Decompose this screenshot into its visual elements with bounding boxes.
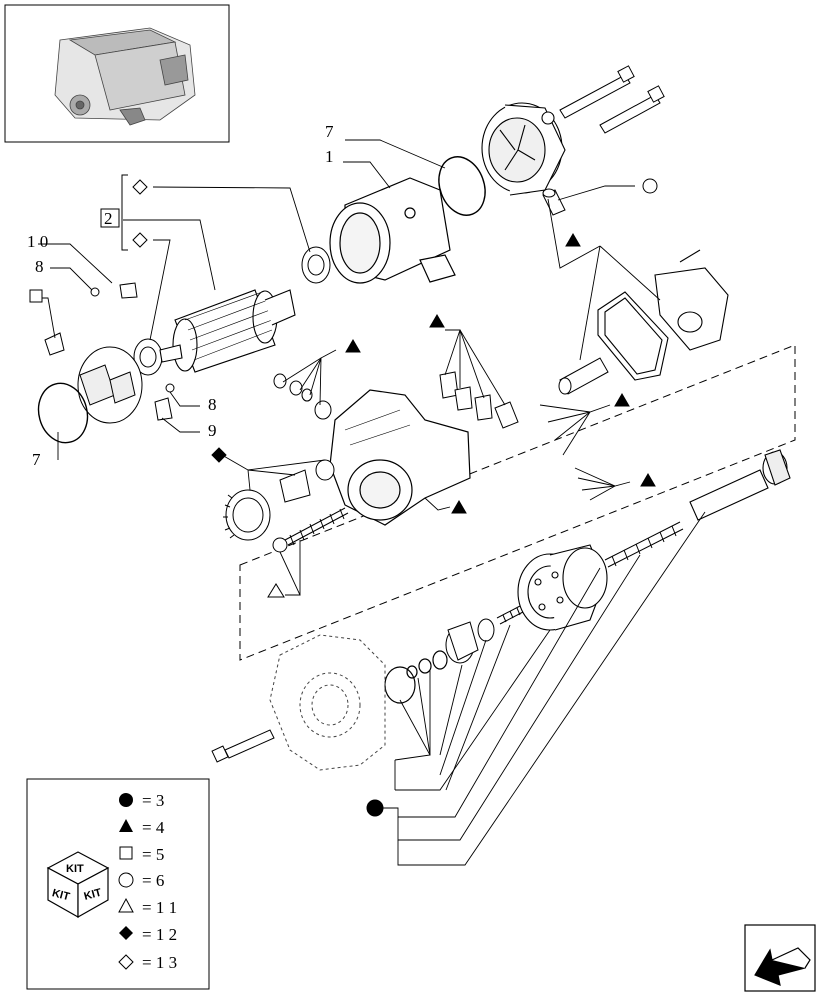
filled-triangle-marker	[640, 473, 656, 487]
callout-2-box	[100, 208, 120, 228]
legend-hollow-square-icon	[119, 846, 133, 860]
thrust-rings[interactable]	[384, 650, 448, 704]
legend-row-1: = 3	[142, 791, 164, 810]
legend-row-2: = 4	[142, 818, 165, 837]
hollow-diamond-marker	[132, 232, 148, 248]
callout-1: 1	[325, 147, 334, 166]
mounting-bolt[interactable]	[211, 729, 275, 763]
small-spring[interactable]	[496, 605, 524, 625]
kit-label-top: KIT	[66, 863, 84, 875]
pinion-gear[interactable]	[223, 489, 271, 541]
callout-9: 9	[208, 421, 217, 440]
legend-row-4: = 6	[142, 871, 164, 890]
callout-2: 2	[104, 209, 113, 228]
legend-filled-diamond-icon	[119, 926, 133, 940]
end-cover[interactable]	[481, 102, 566, 196]
filled-diamond-marker	[211, 447, 227, 463]
legend-box: KIT KIT KIT = 3 = 4 = 5 = 6 = 1 1 = 1 2 …	[26, 778, 210, 990]
dashed-assembly-frame	[239, 344, 796, 661]
callout-8-lower: 8	[208, 395, 217, 414]
intermediate-gear[interactable]	[445, 618, 495, 664]
legend-filled-triangle-icon	[119, 819, 133, 832]
screw-8-upper[interactable]	[90, 287, 100, 297]
legend-row-7: = 1 3	[142, 953, 177, 972]
spring-upper[interactable]	[284, 507, 349, 546]
stator-housing[interactable]	[329, 177, 456, 284]
ball[interactable]	[272, 537, 288, 553]
hollow-square-marker	[29, 289, 43, 303]
small-clip-square[interactable]	[44, 332, 65, 356]
callout-7-top: 7	[325, 122, 334, 141]
long-bolts[interactable]	[559, 65, 665, 134]
brush-holders[interactable]	[439, 371, 519, 429]
legend-hollow-triangle-icon	[118, 897, 134, 913]
drive-shaft[interactable]	[689, 449, 791, 521]
callout-2-bracket	[121, 174, 128, 251]
legend-row-5: = 1 1	[142, 898, 177, 917]
filled-triangle-marker	[614, 393, 630, 407]
solenoid-gasket[interactable]	[597, 291, 669, 381]
o-ring-top[interactable]	[431, 150, 493, 221]
callout-8-upper: 8	[35, 257, 44, 276]
o-ring-lower[interactable]	[32, 378, 94, 448]
kit-label-left: KIT	[51, 887, 71, 903]
bearing-upper[interactable]	[301, 246, 331, 284]
callout-7-lower: 7	[32, 450, 41, 469]
legend-filled-circle-icon	[119, 793, 133, 807]
callout-10: 1 0	[27, 232, 48, 251]
bearing-lower[interactable]	[133, 338, 163, 376]
ghost-housing	[269, 634, 386, 771]
symbol-markers	[29, 178, 658, 817]
filled-triangle-marker	[345, 339, 361, 353]
legend-row-6: = 1 2	[142, 925, 177, 944]
arrow-back-icon	[754, 947, 811, 986]
hollow-triangle-marker	[267, 583, 285, 598]
brush-plate[interactable]	[77, 346, 143, 424]
brush-9[interactable]	[154, 397, 173, 421]
plunger[interactable]	[558, 357, 609, 395]
filled-triangle-marker	[451, 500, 467, 514]
terminal-10[interactable]	[119, 282, 138, 299]
brush-cap[interactable]	[542, 188, 566, 216]
legend-hollow-diamond-icon	[118, 954, 134, 970]
hollow-diamond-marker	[132, 179, 148, 195]
planetary-gear-carrier[interactable]	[517, 544, 608, 631]
filled-triangle-marker	[429, 314, 445, 328]
hollow-circle-marker	[642, 178, 658, 194]
engine-thumbnail[interactable]	[4, 4, 230, 143]
spring-lower[interactable]	[604, 521, 684, 568]
washer-set-left[interactable]	[273, 373, 332, 420]
drive-end-housing[interactable]	[329, 389, 471, 526]
filled-circle-marker	[366, 799, 384, 817]
drive-dog[interactable]	[279, 459, 335, 503]
screw-8-lower[interactable]	[165, 383, 175, 393]
armature[interactable]	[159, 289, 296, 373]
back-nav-button[interactable]	[744, 924, 816, 992]
filled-triangle-marker	[565, 233, 581, 247]
legend-row-3: = 5	[142, 845, 164, 864]
leader-lines	[38, 139, 706, 866]
solenoid-cover[interactable]	[654, 249, 729, 351]
kit-label-right: KIT	[83, 887, 103, 903]
kit-cube-icon	[46, 851, 110, 919]
legend-hollow-circle-icon	[118, 872, 134, 888]
